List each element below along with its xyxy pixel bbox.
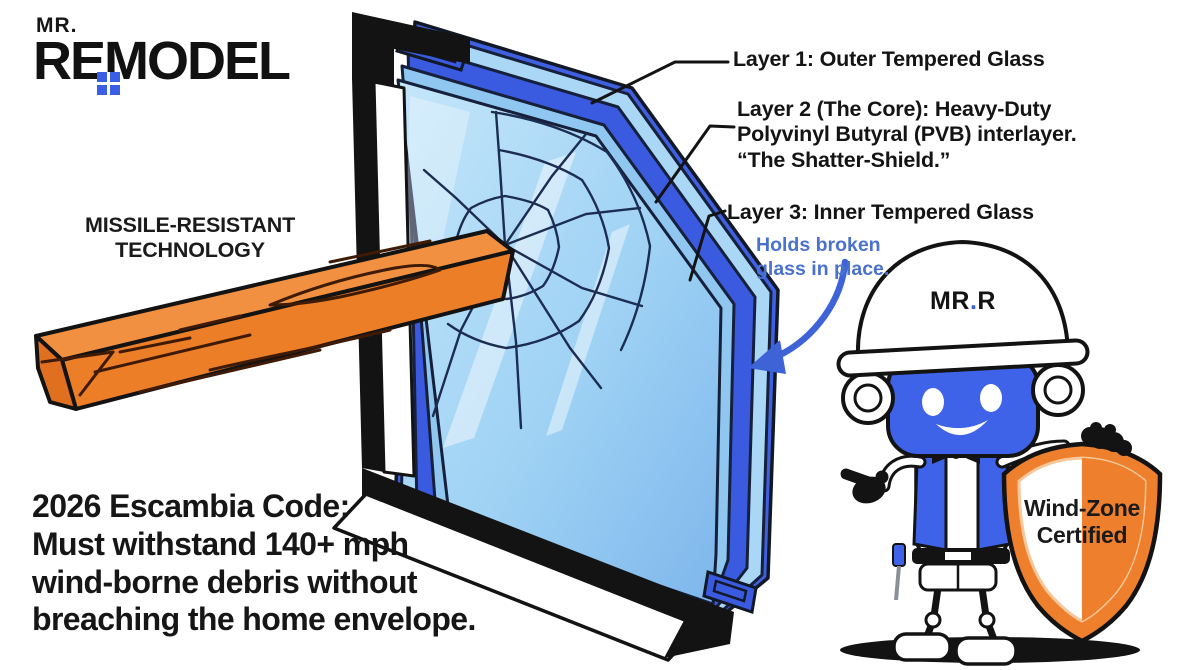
logo-brand-right: MODEL bbox=[104, 31, 291, 91]
lumber-board bbox=[34, 229, 515, 411]
label-layer3: Layer 3: Inner Tempered Glass bbox=[727, 200, 1034, 224]
leader-line-layer2 bbox=[654, 124, 736, 204]
robot-boot-left bbox=[892, 632, 952, 662]
note-line1: Holds broken bbox=[756, 234, 881, 256]
hat-label-dot: . bbox=[969, 287, 978, 315]
crack-web bbox=[378, 110, 652, 430]
board-grain bbox=[40, 239, 442, 397]
certification-shield bbox=[1001, 441, 1163, 644]
label-layer2: Layer 2 (The Core): Heavy-Duty Polyvinyl… bbox=[737, 97, 1077, 173]
logo-brand-left: RE bbox=[33, 31, 106, 91]
sill-top-band bbox=[362, 468, 700, 628]
headline-line1: MISSILE-RESISTANT bbox=[84, 213, 295, 237]
label-layer2-line2: Polyvinyl Butyral (PVB) interlayer. bbox=[737, 122, 1077, 147]
hat-label-left: MR bbox=[930, 287, 970, 315]
note-arrowhead bbox=[748, 340, 786, 374]
window-pane bbox=[110, 72, 120, 82]
code-requirement-text: 2026 Escambia Code: Must withstand 140+ … bbox=[32, 488, 476, 639]
robot-eyes bbox=[922, 384, 1002, 416]
window-frame bbox=[332, 12, 734, 662]
frame-top-corner bbox=[352, 12, 470, 86]
sill-end-cap bbox=[664, 598, 734, 658]
sill-face bbox=[332, 492, 702, 662]
label-layer1: Layer 1: Outer Tempered Glass bbox=[733, 47, 1045, 71]
code-line4: breaching the home envelope. bbox=[32, 601, 476, 638]
robot-boot-right bbox=[954, 636, 1018, 666]
shield-label: Wind-Zone Certified bbox=[1012, 495, 1152, 548]
note-line2: glass in place. bbox=[756, 257, 890, 280]
robot-buckle bbox=[943, 550, 973, 562]
label-layer2-line3: “The Shatter-Shield.” bbox=[737, 147, 951, 172]
board-end-face bbox=[34, 334, 78, 411]
headline-line2: TECHNOLOGY bbox=[115, 238, 265, 263]
shield-label-line2: Certified bbox=[1036, 521, 1128, 548]
headline: MISSILE-RESISTANT TECHNOLOGY bbox=[58, 213, 322, 264]
leader-line-layer3 bbox=[688, 209, 727, 282]
window-pane bbox=[110, 85, 120, 95]
note-holds-glass: Holds broken glass in place. bbox=[756, 234, 889, 282]
leader-lines bbox=[590, 60, 736, 282]
hard-hat bbox=[836, 240, 1090, 378]
code-line2: Must withstand 140+ mph bbox=[32, 525, 409, 562]
logo-window-icon bbox=[97, 72, 121, 96]
robot-gripping-hand bbox=[1081, 422, 1132, 456]
glass-spacer-bottom bbox=[702, 570, 758, 614]
code-line1: 2026 Escambia Code: bbox=[32, 488, 350, 524]
window-pane bbox=[97, 85, 107, 95]
note-arrow bbox=[748, 258, 849, 374]
label-layer2-line1: Layer 2 (The Core): Heavy-Duty bbox=[737, 97, 1052, 121]
shield-inner-right bbox=[1082, 458, 1145, 621]
robot-pointing-hand bbox=[840, 468, 889, 504]
code-line3: wind-borne debris without bbox=[32, 563, 418, 600]
leader-line-layer1 bbox=[590, 60, 730, 105]
robot-mascot bbox=[836, 240, 1140, 666]
robot-smile bbox=[936, 420, 988, 436]
hat-label-right: R bbox=[977, 287, 996, 315]
shield-label-line1: Wind-Zone bbox=[1024, 495, 1140, 521]
robot-screwdriver bbox=[892, 543, 906, 601]
logo-mr: MR. bbox=[36, 14, 78, 37]
logo-brand: REMODEL bbox=[33, 31, 291, 91]
hard-hat-label: MR.R bbox=[908, 287, 1018, 316]
window-pane bbox=[97, 72, 107, 82]
